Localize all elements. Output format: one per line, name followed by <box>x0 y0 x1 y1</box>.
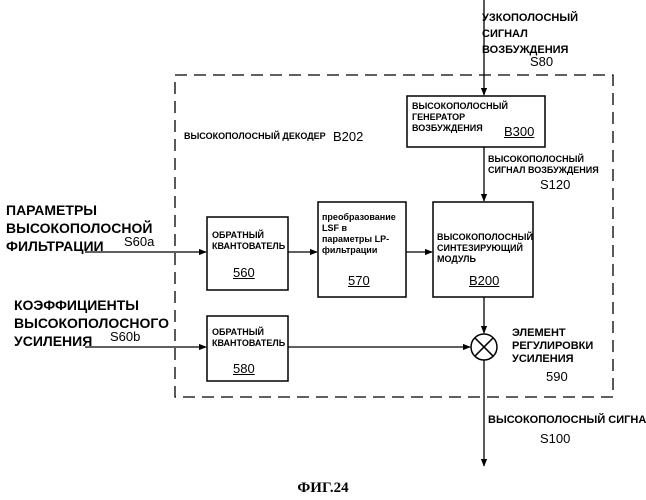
hb-excitation-label: ВЫСОКОПОЛОСНЫЙ СИГНАЛ ВОЗБУЖДЕНИЯ <box>488 154 599 176</box>
quantizer-560-label: ОБРАТНЫЙ КВАНТОВАТЕЛЬ <box>212 230 285 252</box>
excitation-input-label: УЗКОПОЛОСНЫЙ СИГНАЛ ВОЗБУЖДЕНИЯ <box>482 10 578 58</box>
output-label: ВЫСОКОПОЛОСНЫЙ СИГНАЛ <box>488 415 646 426</box>
lsf-570-id: 570 <box>348 274 370 287</box>
gain-coeffs-label: КОЭФФИЦИЕНТЫ ВЫСОКОПОЛОСНОГО УСИЛЕНИЯ <box>14 296 169 350</box>
output-id: S100 <box>540 432 570 445</box>
quantizer-580-label: ОБРАТНЫЙ КВАНТОВАТЕЛЬ <box>212 327 285 349</box>
filter-params-id: S60a <box>124 235 154 248</box>
gain-element-id: 590 <box>546 370 568 383</box>
decoder-id: B202 <box>333 130 363 143</box>
quantizer-580-id: 580 <box>233 362 255 375</box>
hb-excitation-id: S120 <box>540 178 570 191</box>
figure-caption: ФИГ.24 <box>0 481 646 496</box>
lsf-570-label: преобразование LSF в параметры LP- фильт… <box>322 212 396 256</box>
gain-element-label: ЭЛЕМЕНТ РЕГУЛИРОВКИ УСИЛЕНИЯ <box>512 327 593 366</box>
synth-b200-id: B200 <box>469 274 499 287</box>
decoder-label: ВЫСОКОПОЛОСНЫЙ ДЕКОДЕР <box>184 132 326 141</box>
gain-coeffs-id: S60b <box>110 330 140 343</box>
synth-b200-label: ВЫСОКОПОЛОСНЫЙ СИНТЕЗИРУЮЩИЙ МОДУЛЬ <box>437 232 533 265</box>
quantizer-560-id: 560 <box>233 266 255 279</box>
generator-label: ВЫСОКОПОЛОСНЫЙ ГЕНЕРАТОР ВОЗБУЖДЕНИЯ <box>412 101 508 134</box>
excitation-input-id: S80 <box>530 55 553 68</box>
generator-id: B300 <box>504 125 534 138</box>
